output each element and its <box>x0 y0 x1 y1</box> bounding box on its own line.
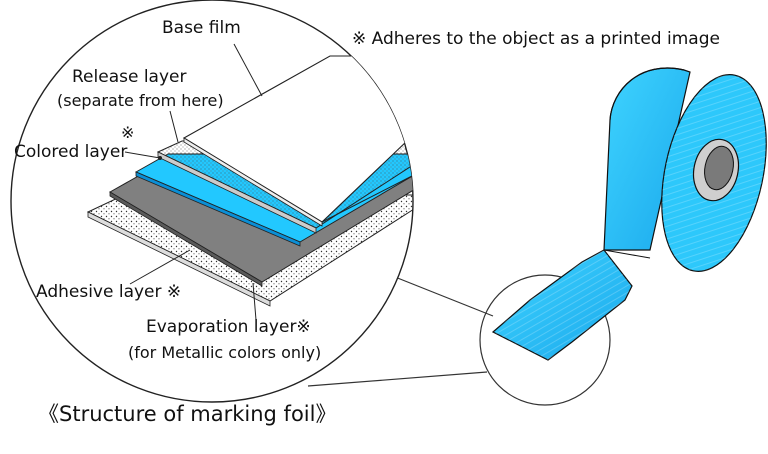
label-adhesive-layer: Adhesive layer ※ <box>36 282 182 302</box>
layer-stack <box>86 55 413 307</box>
label-base-film: Base film <box>162 18 241 38</box>
label-evaporation-layer: Evaporation layer※ <box>146 317 311 337</box>
tape-roll <box>491 67 767 361</box>
label-release-note: (separate from here) <box>57 91 224 110</box>
leader-base-film <box>233 43 263 97</box>
label-evaporation-note: (for Metallic colors only) <box>128 343 322 362</box>
leader-evaporation-layer <box>252 282 257 321</box>
small-magnifier-circle <box>479 274 611 406</box>
label-colored-layer: Colored layer <box>14 142 128 162</box>
label-note: ※ Adheres to the object as a printed ima… <box>352 29 720 49</box>
diagram-title: 《Structure of marking foil》 <box>38 402 337 426</box>
magnifier-line-bottom <box>307 371 488 387</box>
magnifier-line-top <box>389 274 494 317</box>
label-colored-mark: ※ <box>121 123 135 142</box>
leader-colored-layer <box>124 151 161 159</box>
label-release-layer: Release layer <box>72 67 187 87</box>
leader-adhesive-layer <box>129 249 191 285</box>
leader-release-layer <box>169 110 179 143</box>
